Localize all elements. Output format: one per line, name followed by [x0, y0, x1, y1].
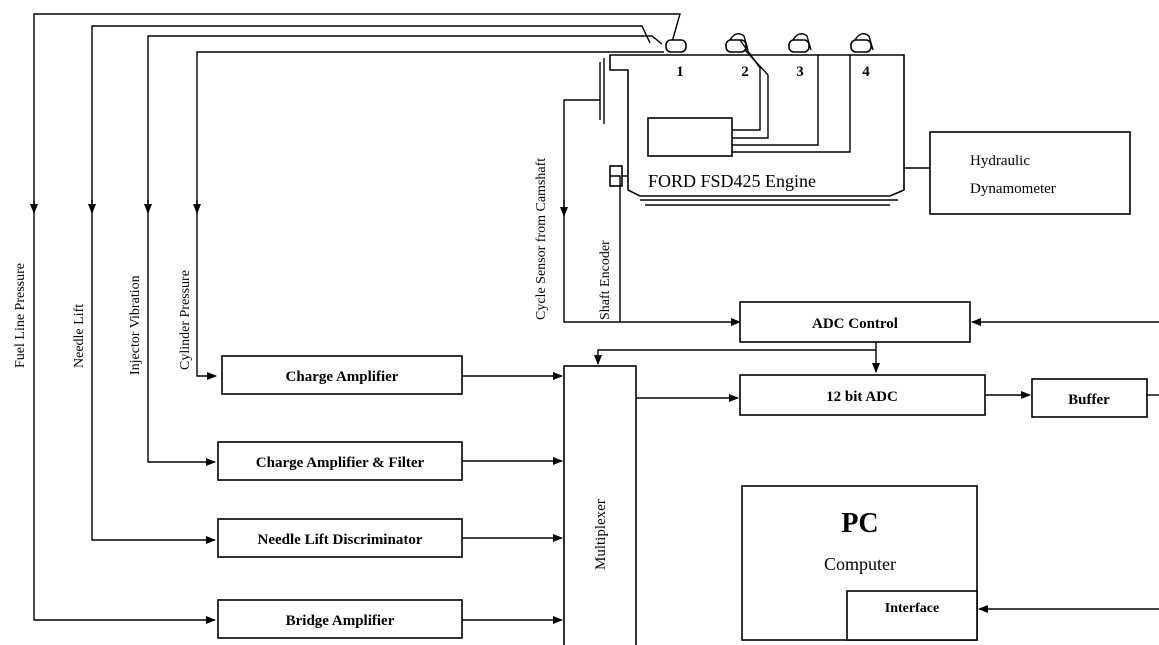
cylinder-pressure-label: Cylinder Pressure: [178, 270, 193, 370]
engine-label: FORD FSD425 Engine: [648, 171, 816, 191]
bridge-amplifier-block: [217, 599, 463, 639]
adc-control-block: [739, 301, 971, 343]
engine: 1 2 3 4 FORD FSD425 Engine: [599, 33, 905, 206]
pc-title: PC: [841, 508, 878, 539]
dynamometer-line2: Dynamometer: [970, 181, 1056, 197]
multiplexer-block: [563, 365, 637, 645]
needle-lift-discriminator-label: Needle Lift Discriminator: [258, 532, 423, 548]
fuel-line-pressure-label: Fuel Line Pressure: [13, 263, 28, 368]
interface-label: Interface: [885, 601, 939, 616]
bridge-amplifier-label: Bridge Amplifier: [286, 613, 395, 629]
charge-amplifier-filter-label: Charge Amplifier & Filter: [256, 455, 425, 471]
cylinder-3-label: 3: [796, 64, 804, 80]
injector-vibration-label: Injector Vibration: [128, 275, 143, 375]
hydraulic-dynamometer: [929, 131, 1131, 215]
dynamometer-line1: Hydraulic: [970, 153, 1030, 169]
cylinder-pressure-wire: [196, 51, 664, 380]
engine-block: [609, 54, 905, 197]
injector-icon: [665, 33, 874, 53]
multiplexer-label: Multiplexer: [593, 499, 609, 570]
buffer-label: Buffer: [1068, 392, 1110, 408]
adc-label: 12 bit ADC: [826, 389, 898, 405]
charge-amplifier-label: Charge Amplifier: [286, 369, 399, 385]
fuel-pump-block: [647, 117, 733, 157]
cycle-sensor-label: Cycle Sensor from Camshaft: [534, 158, 549, 320]
shaft-encoder-wire: [610, 175, 621, 322]
charge-amplifier-block: [221, 355, 463, 395]
pc-subtitle: Computer: [824, 554, 896, 574]
injector-vibration-wire: [147, 35, 663, 466]
cylinder-2-label: 2: [741, 64, 749, 80]
interface-block: [846, 590, 978, 641]
adc-control-label: ADC Control: [812, 316, 898, 332]
cylinder-1-label: 1: [676, 64, 684, 80]
buffer-block: [1031, 378, 1148, 418]
needle-lift-label: Needle Lift: [72, 304, 87, 368]
signal-wires: [30, 13, 681, 624]
shaft-encoder-label: Shaft Encoder: [598, 240, 613, 320]
fuel-line-wire: [33, 13, 681, 624]
needle-lift-wire: [91, 25, 651, 544]
cylinder-4-label: 4: [862, 64, 870, 80]
